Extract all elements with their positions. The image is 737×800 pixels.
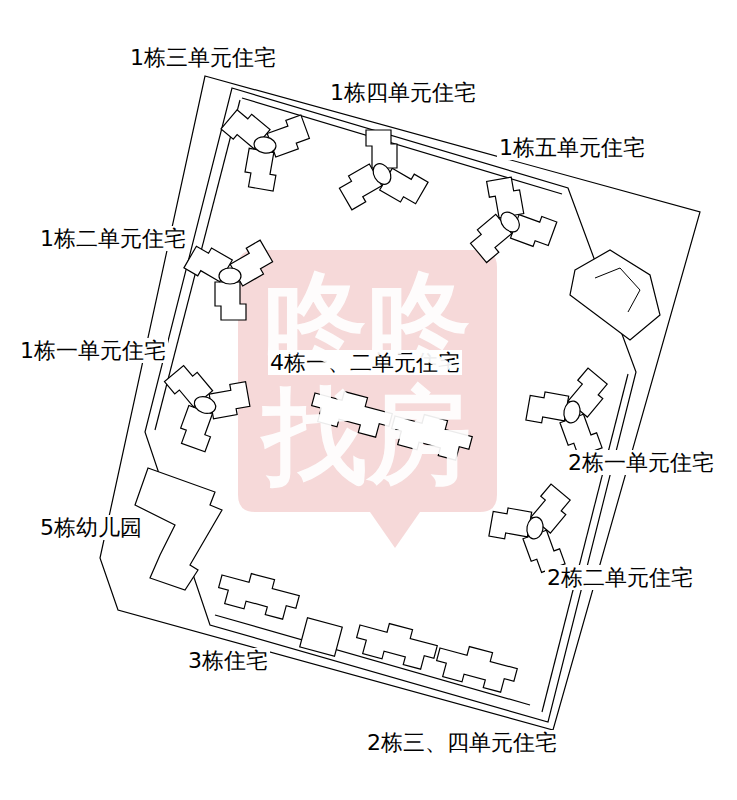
building-label: 5栋幼儿园	[38, 515, 144, 540]
building-label: 1栋一单元住宅	[18, 338, 168, 363]
building-label: 2栋二单元住宅	[545, 565, 695, 590]
building	[215, 566, 302, 621]
building	[212, 102, 316, 197]
building	[484, 475, 579, 579]
watermark: 咚咚 找房	[258, 262, 476, 495]
building-label: 1栋二单元住宅	[38, 226, 188, 251]
building	[353, 616, 440, 671]
kindergarten	[135, 468, 222, 590]
watermark-ground	[238, 250, 497, 548]
building	[321, 116, 436, 235]
site-boundary	[100, 76, 700, 730]
building-label: 2栋一单元住宅	[566, 450, 716, 475]
building-label: 1栋四单元住宅	[328, 80, 478, 105]
building-label: 3栋住宅	[186, 648, 270, 673]
building	[147, 356, 260, 462]
building-label: 1栋三单元住宅	[128, 45, 278, 70]
building	[521, 359, 616, 463]
road-edge	[145, 88, 636, 722]
building	[184, 240, 276, 320]
building	[570, 250, 660, 340]
building	[300, 618, 343, 656]
building	[433, 639, 520, 694]
building-label: 1栋五单元住宅	[497, 135, 647, 160]
building-label: 2栋三、四单元住宅	[365, 730, 559, 755]
building-detail	[595, 268, 640, 312]
